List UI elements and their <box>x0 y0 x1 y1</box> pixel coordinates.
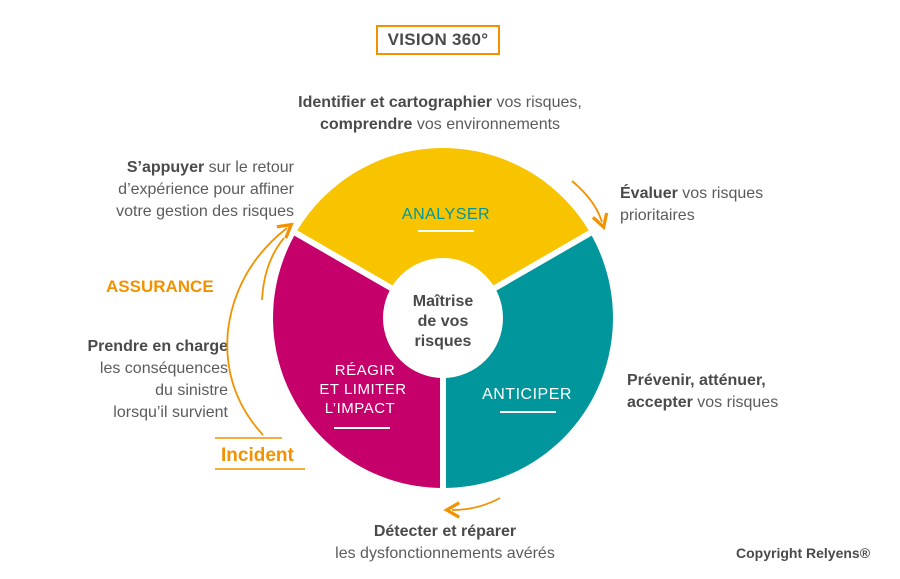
rely-bold: S’appuyer <box>126 159 205 176</box>
understand-rest: vos environnements <box>412 116 561 133</box>
center-line2: de vos <box>418 313 469 330</box>
prevent-bold: Prévenir, atténuer, <box>627 372 766 389</box>
rely-line2: d’expérience pour affiner <box>118 181 294 198</box>
evaluate-line2: prioritaires <box>620 207 695 224</box>
handle-line4: lorsqu’il survient <box>113 404 228 421</box>
copyright-text: Copyright Relyens® <box>736 545 871 561</box>
understand-bold: comprendre <box>319 116 413 133</box>
evaluate-caption: Évaluer vos risques prioritaires <box>620 183 820 227</box>
reagir-label-3: L’IMPACT <box>325 400 395 417</box>
detect-bold: Détecter et réparer <box>373 523 517 540</box>
reagir-label-1: RÉAGIR <box>335 362 396 379</box>
evaluate-bold: Évaluer <box>620 185 678 202</box>
identify-rest: vos risques, <box>492 94 582 111</box>
handle-caption: Prendre en charge les conséquences du si… <box>40 336 229 424</box>
title-text: VISION 360° <box>387 30 489 49</box>
top-caption: Identifier et cartographier vos risques,… <box>270 92 610 136</box>
handle-line3: du sinistre <box>155 382 228 399</box>
center-circle <box>383 258 503 378</box>
title-badge: VISION 360° <box>376 25 500 55</box>
detect-caption: Détecter et réparer les dysfonctionnemen… <box>290 521 600 565</box>
arrow-inner-arc <box>261 237 285 301</box>
evaluate-rest: vos risques <box>677 185 764 202</box>
handle-bold: Prendre en charge <box>87 338 229 355</box>
rely-line3: votre gestion des risques <box>116 203 294 220</box>
arrow-left-arc <box>226 222 294 436</box>
accept-bold: accepter <box>627 394 693 411</box>
arrow-top-right <box>571 180 609 231</box>
center-line3: risques <box>415 333 472 350</box>
reagir-label-2: ET LIMITER <box>319 381 406 398</box>
arrow-bottom <box>443 497 501 519</box>
anticiper-label: ANTICIPER <box>482 386 572 403</box>
analyser-label: ANALYSER <box>402 206 490 223</box>
incident-label: Incident <box>221 445 294 466</box>
detect-line2: les dysfonctionnements avérés <box>335 545 555 562</box>
handle-line2: les conséquences <box>99 360 228 377</box>
center-line1: Maîtrise <box>413 293 474 310</box>
analyser-segment <box>295 148 591 318</box>
identify-bold: Identifier et cartographier <box>298 94 492 111</box>
assurance-label: ASSURANCE <box>106 277 214 296</box>
accept-rest: vos risques <box>692 394 779 411</box>
rely-rest: sur le retour <box>204 159 294 176</box>
rely-caption: S’appuyer sur le retour d’expérience pou… <box>60 157 294 223</box>
prevent-caption: Prévenir, atténuer, accepter vos risques <box>627 370 847 414</box>
